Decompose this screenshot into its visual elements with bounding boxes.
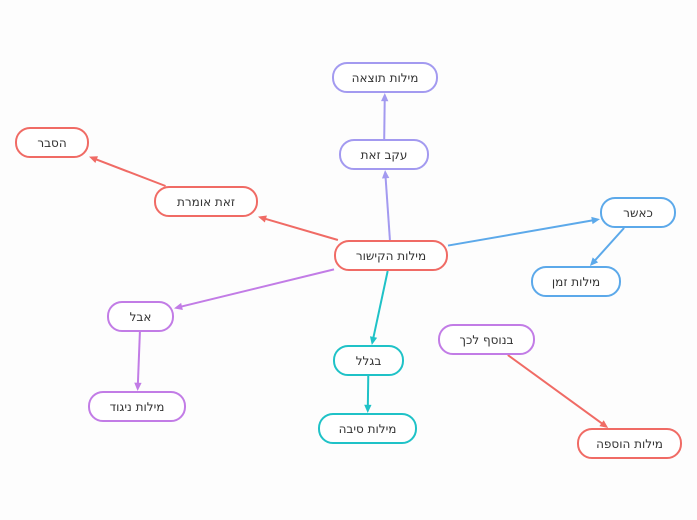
- edge-root-because: [371, 270, 389, 340]
- arrowhead-that_is-explanation: [89, 156, 98, 164]
- arrowhead-after_that-result_words: [381, 93, 389, 102]
- arrowhead-in_addition-addition_words: [599, 420, 609, 428]
- node-explanation[interactable]: הסבר: [15, 127, 89, 158]
- edge-root-after_that: [384, 175, 391, 241]
- arrowhead-root-that_is: [258, 215, 267, 223]
- edge-but-contrast_words: [136, 331, 141, 386]
- arrowhead-root-but: [174, 302, 183, 310]
- arrowhead-but-contrast_words: [134, 382, 142, 391]
- edge-when-time_words: [592, 227, 625, 263]
- arrowhead-because-reason_words: [364, 404, 372, 413]
- node-because[interactable]: בגלל: [333, 345, 404, 376]
- edge-root-when: [447, 219, 595, 247]
- node-time-words[interactable]: מילות זמן: [531, 266, 621, 297]
- edge-root-but: [179, 268, 335, 309]
- edge-root-that_is: [262, 217, 339, 241]
- arrowhead-root-when: [591, 216, 600, 225]
- node-when[interactable]: כאשר: [600, 197, 676, 228]
- arrowhead-root-after_that: [381, 170, 390, 179]
- edge-that_is-explanation: [93, 157, 166, 187]
- node-contrast-words[interactable]: מילות ניגוד: [88, 391, 186, 422]
- node-that-is[interactable]: זאת אומרת: [154, 186, 258, 217]
- edge-in_addition-addition_words: [507, 354, 605, 426]
- node-but[interactable]: אבל: [107, 301, 174, 332]
- node-reason-words[interactable]: מילות סיבה: [318, 413, 417, 444]
- node-after-that[interactable]: עקב זאת: [339, 139, 429, 170]
- node-addition-words[interactable]: מילות הוספה: [577, 428, 682, 459]
- node-root-connectors[interactable]: מילות הקישור: [334, 240, 448, 271]
- arrowhead-when-time_words: [589, 257, 599, 266]
- arrowhead-root-because: [369, 336, 378, 345]
- edge-after_that-result_words: [383, 98, 386, 140]
- node-result-words[interactable]: מילות תוצאה: [332, 62, 438, 93]
- node-in-addition[interactable]: בנוסף לכך: [438, 324, 535, 355]
